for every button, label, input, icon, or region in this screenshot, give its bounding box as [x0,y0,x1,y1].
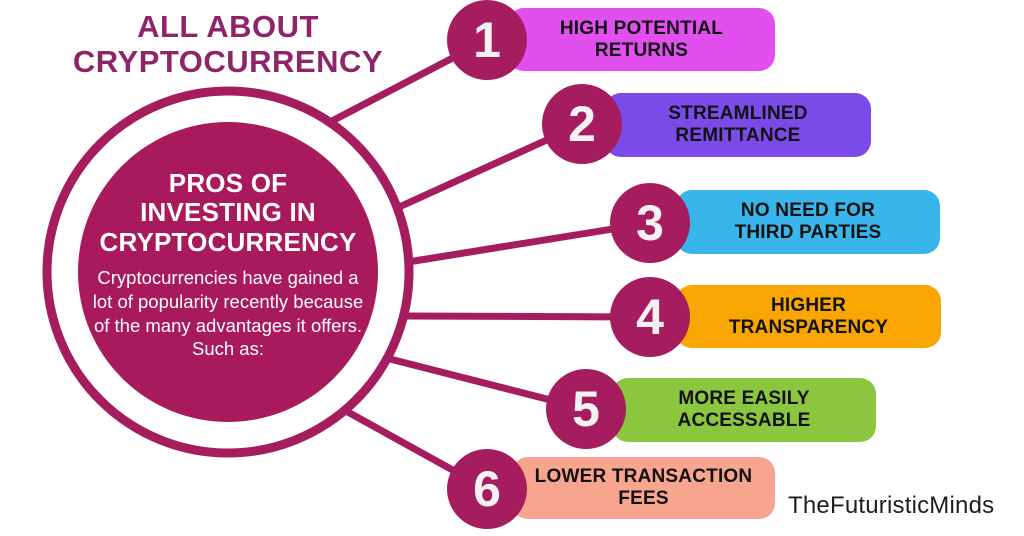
benefit-label-5-line-1: MORE EASILY [678,388,810,410]
hub-heading-line-1: PROS OF [168,168,288,199]
benefit-badge-2: STREAMLINED REMITTANCE [605,93,871,157]
number-3: 3 [636,195,664,251]
benefit-label-5: MORE EASILY ACCESSABLE [678,388,811,432]
number-circle-3: 3 [610,183,690,263]
number-6: 6 [473,461,501,517]
benefit-label-2: STREAMLINED REMITTANCE [668,103,807,147]
hub-description: Cryptocurrencies have gained a lot of po… [92,267,364,360]
benefit-label-4: HIGHER TRANSPARENCY [729,295,888,339]
benefit-label-1-line-1: HIGH POTENTIAL [559,17,724,39]
number-circle-6: 6 [447,449,527,529]
page-title-line-2: CRYPTOCURRENCY [72,43,384,79]
benefit-label-6-line-1: LOWER TRANSACTION [534,466,753,488]
hub-heading: PROS OF INVESTING IN CRYPTOCURRENCY [99,168,357,257]
benefit-label-3-line-1: NO NEED FOR [740,200,876,222]
benefit-label-6: LOWER TRANSACTION FEES [535,466,753,510]
number-circle-2: 2 [542,84,622,164]
hub-heading-line-2: INVESTING IN [140,197,316,228]
benefit-label-5-line-2: ACCESSABLE [677,410,811,431]
hub-outer-ring [42,86,414,458]
benefit-label-1-line-2: RETURNS [594,39,689,61]
number-2: 2 [568,96,596,152]
benefit-label-2-line-2: REMITTANCE [675,125,801,146]
benefit-label-2-line-1: STREAMLINED [668,103,808,125]
benefit-badge-6: LOWER TRANSACTION FEES [512,457,775,519]
benefit-badge-3: NO NEED FOR THIRD PARTIES [676,190,940,254]
benefit-label-6-line-2: FEES [618,488,669,509]
benefit-label-3-line-2: THIRD PARTIES [734,222,882,243]
number-circle-4: 4 [610,277,690,357]
number-5: 5 [572,381,600,437]
benefit-label-4-line-1: HIGHER [770,294,847,316]
number-4: 4 [636,289,664,345]
hub-heading-line-3: CRYPTOCURRENCY [99,226,357,257]
benefit-label-3: NO NEED FOR THIRD PARTIES [735,200,882,244]
benefit-badge-5: MORE EASILY ACCESSABLE [612,378,876,442]
number-1: 1 [473,12,501,68]
number-circle-5: 5 [546,369,626,449]
benefit-label-4-line-2: TRANSPARENCY [728,316,889,338]
benefit-label-1: HIGH POTENTIAL RETURNS [560,18,723,62]
watermark-brand: TheFuturisticMinds [788,492,995,519]
benefit-badge-4: HIGHER TRANSPARENCY [676,285,941,348]
page-title-line-1: ALL ABOUT [137,9,319,44]
number-circle-1: 1 [447,0,527,80]
hub-inner-circle [78,122,378,422]
connector-line-4 [402,312,654,321]
connector-line-3 [404,219,654,266]
hub-text-block: PROS OF INVESTING IN CRYPTOCURRENCY Cryp… [78,122,378,422]
page-title: ALL ABOUT CRYPTOCURRENCY [30,9,426,79]
benefit-badge-1: HIGH POTENTIAL RETURNS [508,8,775,71]
